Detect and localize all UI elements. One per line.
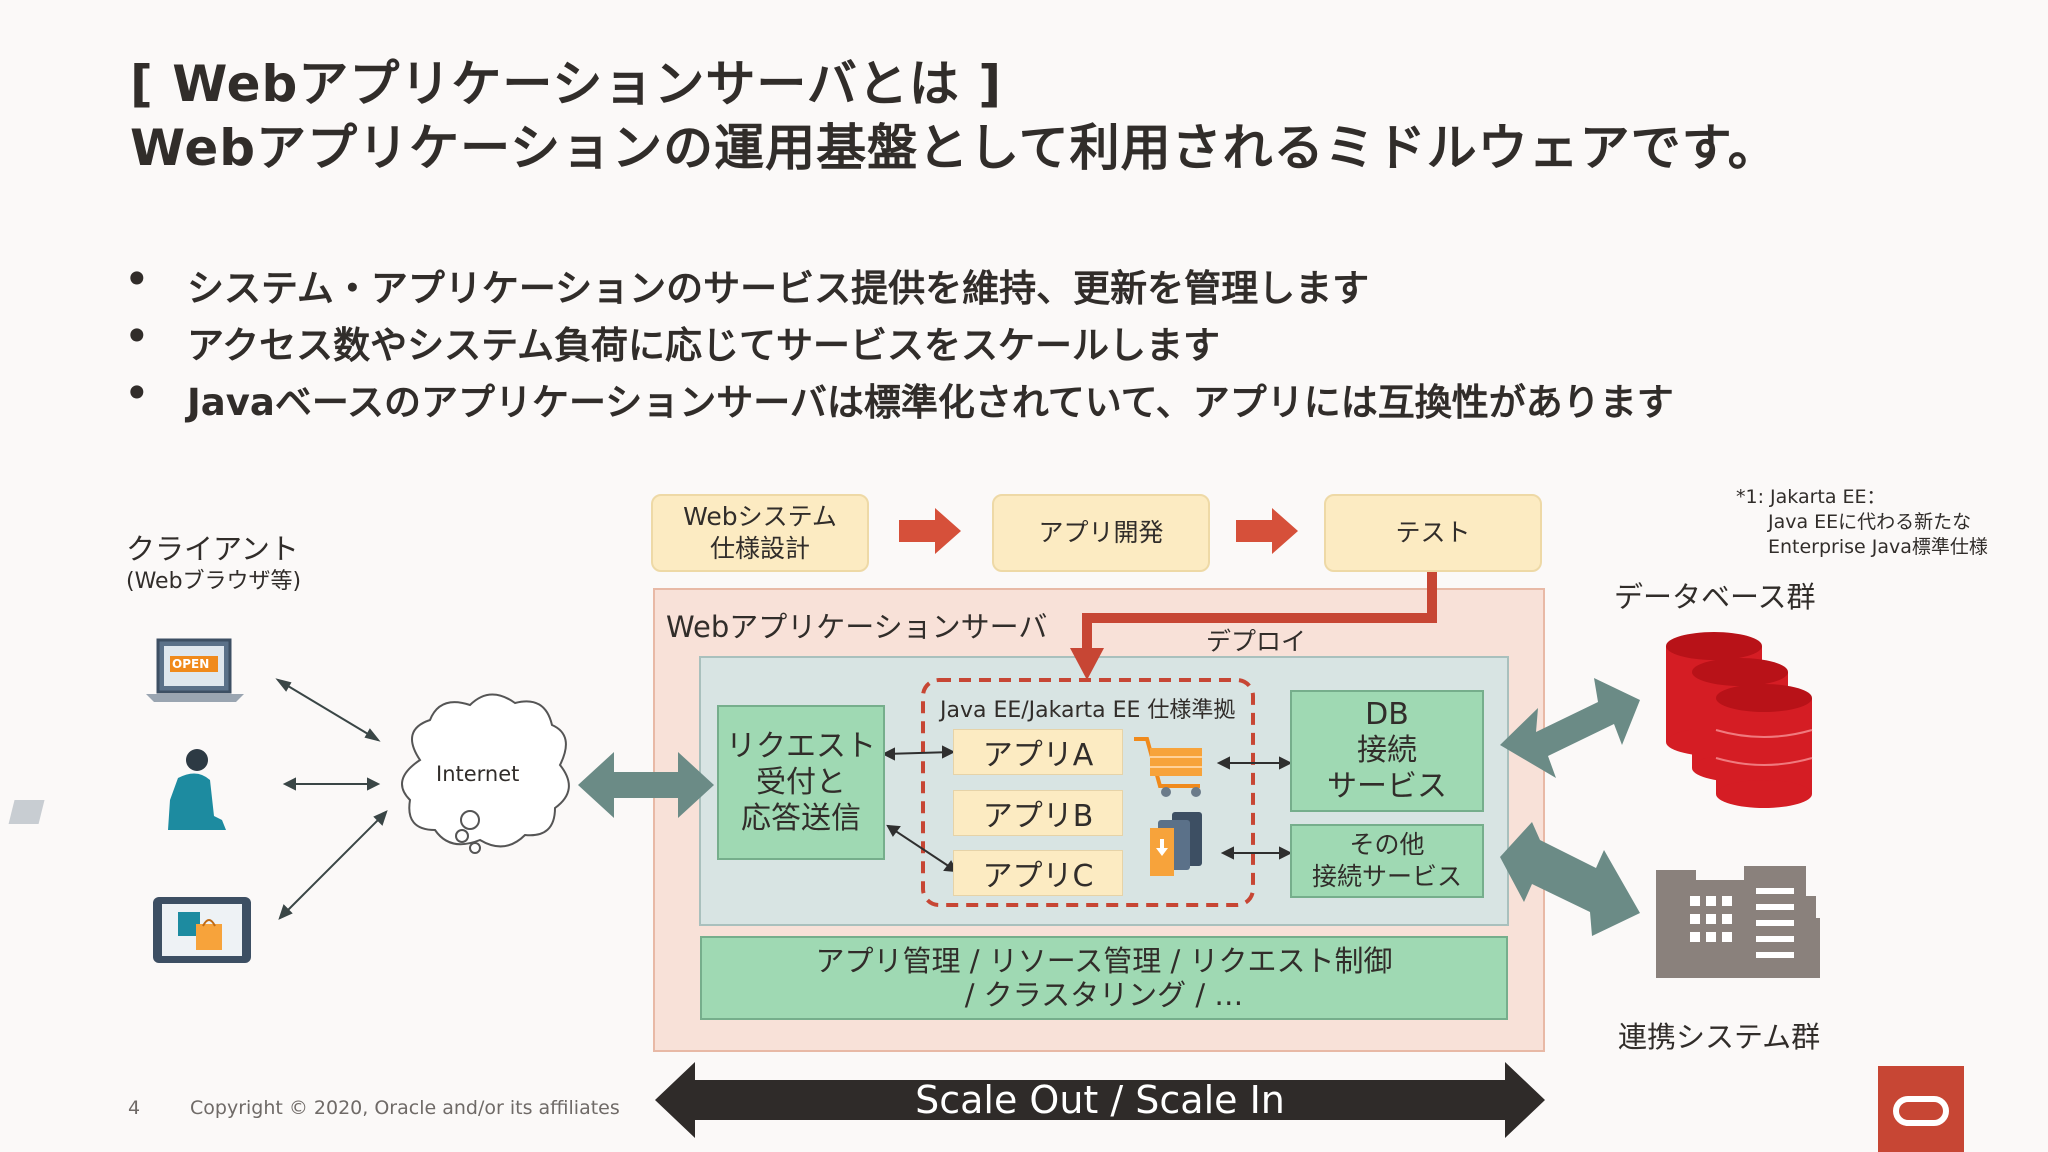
management-label: アプリ管理 / リソース管理 / リクエスト制御 / クラスタリング / … <box>815 944 1393 1012</box>
database-label: データベース群 <box>1614 580 1816 614</box>
app-a-box: アプリA <box>953 729 1123 775</box>
buildings-icon <box>1656 866 1820 978</box>
bullet-text: システム・アプリケーションのサービス提供を維持、更新を管理します <box>187 267 1370 310</box>
database-icon <box>1666 632 1813 808</box>
step-arrow-1 <box>899 508 961 554</box>
payment-card-icon <box>1150 812 1202 876</box>
db-connection-service-box: DB 接続 サービス <box>1290 690 1484 812</box>
scale-arrow <box>655 1062 1545 1138</box>
footnote-line-2: Java EEに代わる新たな <box>1768 511 1972 533</box>
other-connection-service-label: その他 接続サービス <box>1311 830 1462 891</box>
laptop-shop-icon <box>146 638 244 702</box>
client-internet-arrows <box>275 678 388 920</box>
internet-cloud-icon <box>401 693 570 854</box>
other-connection-service-box: その他 接続サービス <box>1290 824 1484 898</box>
copyright-text: Copyright © 2020, Oracle and/or its affi… <box>190 1097 620 1119</box>
slide-title: [ Webアプリケーションサーバとは ] Webアプリケーションの運用基盤として… <box>130 52 1779 180</box>
bullet-dot: • <box>125 372 149 415</box>
app-c-label: アプリC <box>982 859 1094 894</box>
step-spec-design: Webシステム 仕様設計 <box>651 494 869 572</box>
bullet-text: Javaベースのアプリケーションサーバは標準化されていて、アプリには互換性があり… <box>187 381 1674 424</box>
spec-dashed-box <box>921 678 1255 907</box>
app-c-box: アプリC <box>953 850 1123 896</box>
step-arrow-2 <box>1236 508 1298 554</box>
linked-systems-label: 連携システム群 <box>1618 1020 1821 1054</box>
request-app-connectors <box>881 745 1293 873</box>
tablet-shopping-icon <box>153 897 251 963</box>
deploy-label: デプロイ <box>1206 627 1307 656</box>
request-response-label: リクエスト 受付と 応答送信 <box>726 728 876 836</box>
client-label: クライアント <box>126 532 299 566</box>
scale-label-text: Scale Out / Scale In <box>915 1078 1285 1122</box>
internet-label: Internet <box>436 762 520 786</box>
person-laptop-icon <box>8 749 226 830</box>
app-b-label: アプリB <box>982 799 1094 834</box>
page-number: 4 <box>128 1097 141 1119</box>
client-sublabel: (Webブラウザ等) <box>126 569 302 594</box>
server-label: Webアプリケーションサーバ <box>666 610 1048 644</box>
app-a-label: アプリA <box>982 738 1094 773</box>
db-connection-service-label: DB 接続 サービス <box>1327 697 1447 804</box>
deploy-arrowhead <box>1070 648 1104 680</box>
step-app-development-label: アプリ開発 <box>1038 518 1164 547</box>
open-sign-text: OPEN <box>172 657 210 671</box>
step-spec-design-label: Webシステム 仕様設計 <box>683 502 837 563</box>
shopping-cart-icon <box>1134 737 1202 797</box>
scale-label: Scale Out / Scale In <box>695 1078 1505 1122</box>
deploy-arrow <box>1082 571 1437 652</box>
bullet-text: アクセス数やシステム負荷に応じてサービスをスケールします <box>187 324 1221 367</box>
step-test: テスト <box>1324 494 1542 572</box>
bullet-dot: • <box>125 315 149 358</box>
step-app-development: アプリ開発 <box>992 494 1210 572</box>
spec-label: Java EE/Jakarta EE 仕様準拠 <box>940 698 1236 723</box>
bullet-dot: • <box>125 258 149 301</box>
teal-double-arrows <box>578 678 1640 936</box>
footnote-line-3: Enterprise Java標準仕様 <box>1768 536 1988 558</box>
footnote-line-1: *1: Jakarta EE： <box>1736 486 1886 508</box>
step-test-label: テスト <box>1395 518 1471 547</box>
app-b-box: アプリB <box>953 790 1123 836</box>
title-line-1: [ Webアプリケーションサーバとは ] <box>130 55 1003 113</box>
title-line-2: Webアプリケーションの運用基盤として利用されるミドルウェアです。 <box>130 119 1779 177</box>
oracle-logo-icon <box>1893 1096 1949 1126</box>
management-box: アプリ管理 / リソース管理 / リクエスト制御 / クラスタリング / … <box>700 936 1508 1020</box>
oracle-logo-bg <box>1878 1066 1964 1152</box>
request-response-box: リクエスト 受付と 応答送信 <box>717 705 885 860</box>
